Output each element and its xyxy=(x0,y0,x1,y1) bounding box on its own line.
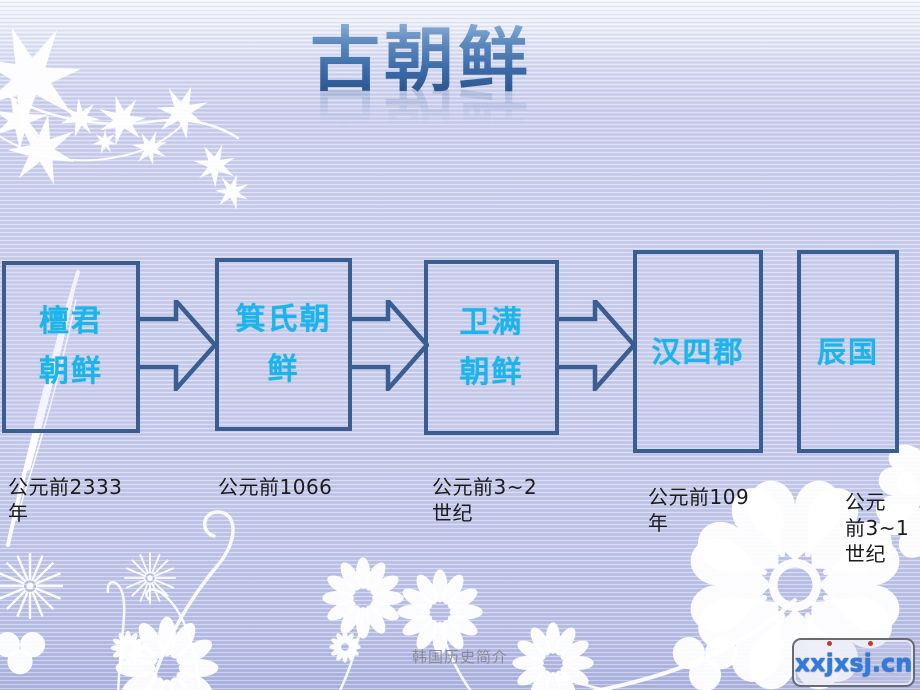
watermark-red-dot xyxy=(827,641,832,646)
arrow-icon-3 xyxy=(558,300,636,391)
timeline-box-label: 辰国 xyxy=(816,334,879,369)
big-flower-bottom-right xyxy=(589,435,920,690)
date-label-han: 公元前109 年 xyxy=(648,485,750,535)
floral-branch-top-left xyxy=(0,9,254,212)
footer-title: 韩国历史简介 xyxy=(411,648,508,666)
date-label-wiman: 公元前3~2 世纪 xyxy=(432,475,538,525)
timeline-box-label: 箕氏朝 鲜 xyxy=(235,301,332,387)
floral-cluster-bottom-left xyxy=(0,510,614,690)
timeline-box-wiman-joseon: 卫满 朝鲜 xyxy=(424,260,559,435)
slide-title: 古朝鲜 xyxy=(310,18,532,101)
timeline-box-jin-state: 辰国 xyxy=(797,250,899,453)
timeline-box-han-commanderies: 汉四郡 xyxy=(633,250,763,453)
date-label-gija: 公元前1066 xyxy=(218,475,333,499)
arrow-icon-2 xyxy=(351,300,429,391)
arrow-icon-1 xyxy=(139,300,217,391)
watermark-badge: xxjxsj.cn xyxy=(792,638,915,687)
date-label-tangun: 公元前2333 年 xyxy=(8,475,123,525)
slide-title-block: 古朝鲜 古朝鲜 xyxy=(0,22,842,159)
watermark-text: xxjxsj.cn xyxy=(794,648,913,677)
timeline-box-gija-joseon: 箕氏朝 鲜 xyxy=(215,258,352,431)
timeline-box-label: 卫满 朝鲜 xyxy=(459,304,524,390)
white-streak-decoration xyxy=(6,270,80,547)
date-label-jin: 公元 前3~1 世纪 xyxy=(845,490,910,566)
slide-title-reflection: 古朝鲜 xyxy=(0,76,842,159)
timeline-box-label: 汉四郡 xyxy=(651,334,745,369)
watermark-red-dot xyxy=(868,641,873,646)
timeline-box-label: 檀君 朝鲜 xyxy=(39,304,103,389)
timeline-box-tangun-joseon: 檀君 朝鲜 xyxy=(2,261,140,433)
